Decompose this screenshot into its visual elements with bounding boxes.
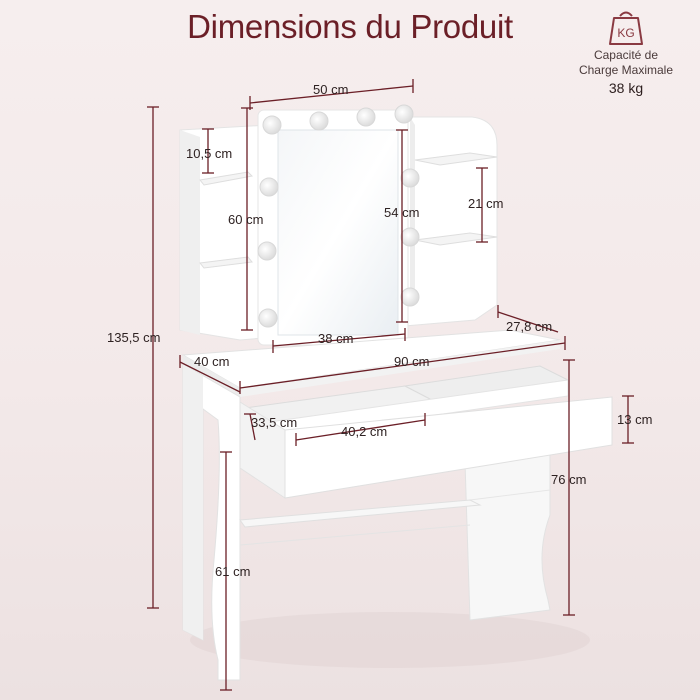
drawer: [239, 365, 613, 499]
dim-mirror-height-inner: 54 cm: [384, 205, 420, 220]
floor-shadow: [190, 612, 590, 668]
bulb: [400, 168, 420, 188]
dim-shelf-gap: 10,5 cm: [186, 146, 233, 161]
right-leg: [464, 449, 551, 621]
kg-icon-text: KG: [617, 26, 634, 40]
lower-shelf: [239, 499, 482, 528]
dim-shelf-spacing: 21 cm: [468, 196, 504, 211]
dim-mirror-width: 50 cm: [313, 82, 349, 97]
page-title: Dimensions du Produit: [187, 8, 513, 45]
bulb: [258, 308, 278, 328]
left-shelf-top: [199, 171, 254, 186]
dim-drawer-height: 13 cm: [617, 412, 653, 427]
capacity-label-line1: Capacité de: [593, 48, 659, 62]
lower-shelf-edge: [239, 524, 471, 546]
dim-table-height: 76 cm: [551, 472, 587, 487]
right-shelf-bottom: [414, 232, 498, 246]
dim-total-height: 135,5 cm: [107, 330, 161, 345]
dim-mirror-height-left: 60 cm: [228, 212, 264, 227]
bulb: [259, 177, 279, 197]
left-shelf-bottom: [199, 256, 253, 269]
dim-knee-height: 61 cm: [215, 564, 251, 579]
bulb: [309, 111, 329, 131]
bulb: [257, 241, 277, 261]
dim-side-depth: 40 cm: [194, 354, 230, 369]
dim-total-width: 90 cm: [394, 354, 430, 369]
kg-weight-icon: KG: [609, 11, 643, 45]
mirror-bulbs: [257, 104, 420, 328]
drawer-front: [284, 396, 613, 499]
dim-mirror-bottom-width: 38 cm: [318, 331, 354, 346]
dim-drawer-width: 40,2 cm: [341, 424, 388, 439]
bulb: [394, 104, 414, 124]
dimension-lines: [147, 79, 634, 691]
bulb: [262, 115, 282, 135]
bulb: [400, 287, 420, 307]
bulb: [400, 227, 420, 247]
capacity-label-line2: Charge Maximale: [578, 63, 674, 77]
dim-drawer-depth: 33,5 cm: [251, 415, 298, 430]
capacity-value: 38 kg: [608, 80, 644, 96]
dim-depth: 27,8 cm: [506, 319, 553, 334]
right-shelf-top: [414, 152, 498, 166]
bulb: [356, 107, 376, 127]
mirror: [257, 109, 409, 346]
capacity-block: KG Capacité de Charge Maximale 38 kg: [576, 8, 676, 96]
